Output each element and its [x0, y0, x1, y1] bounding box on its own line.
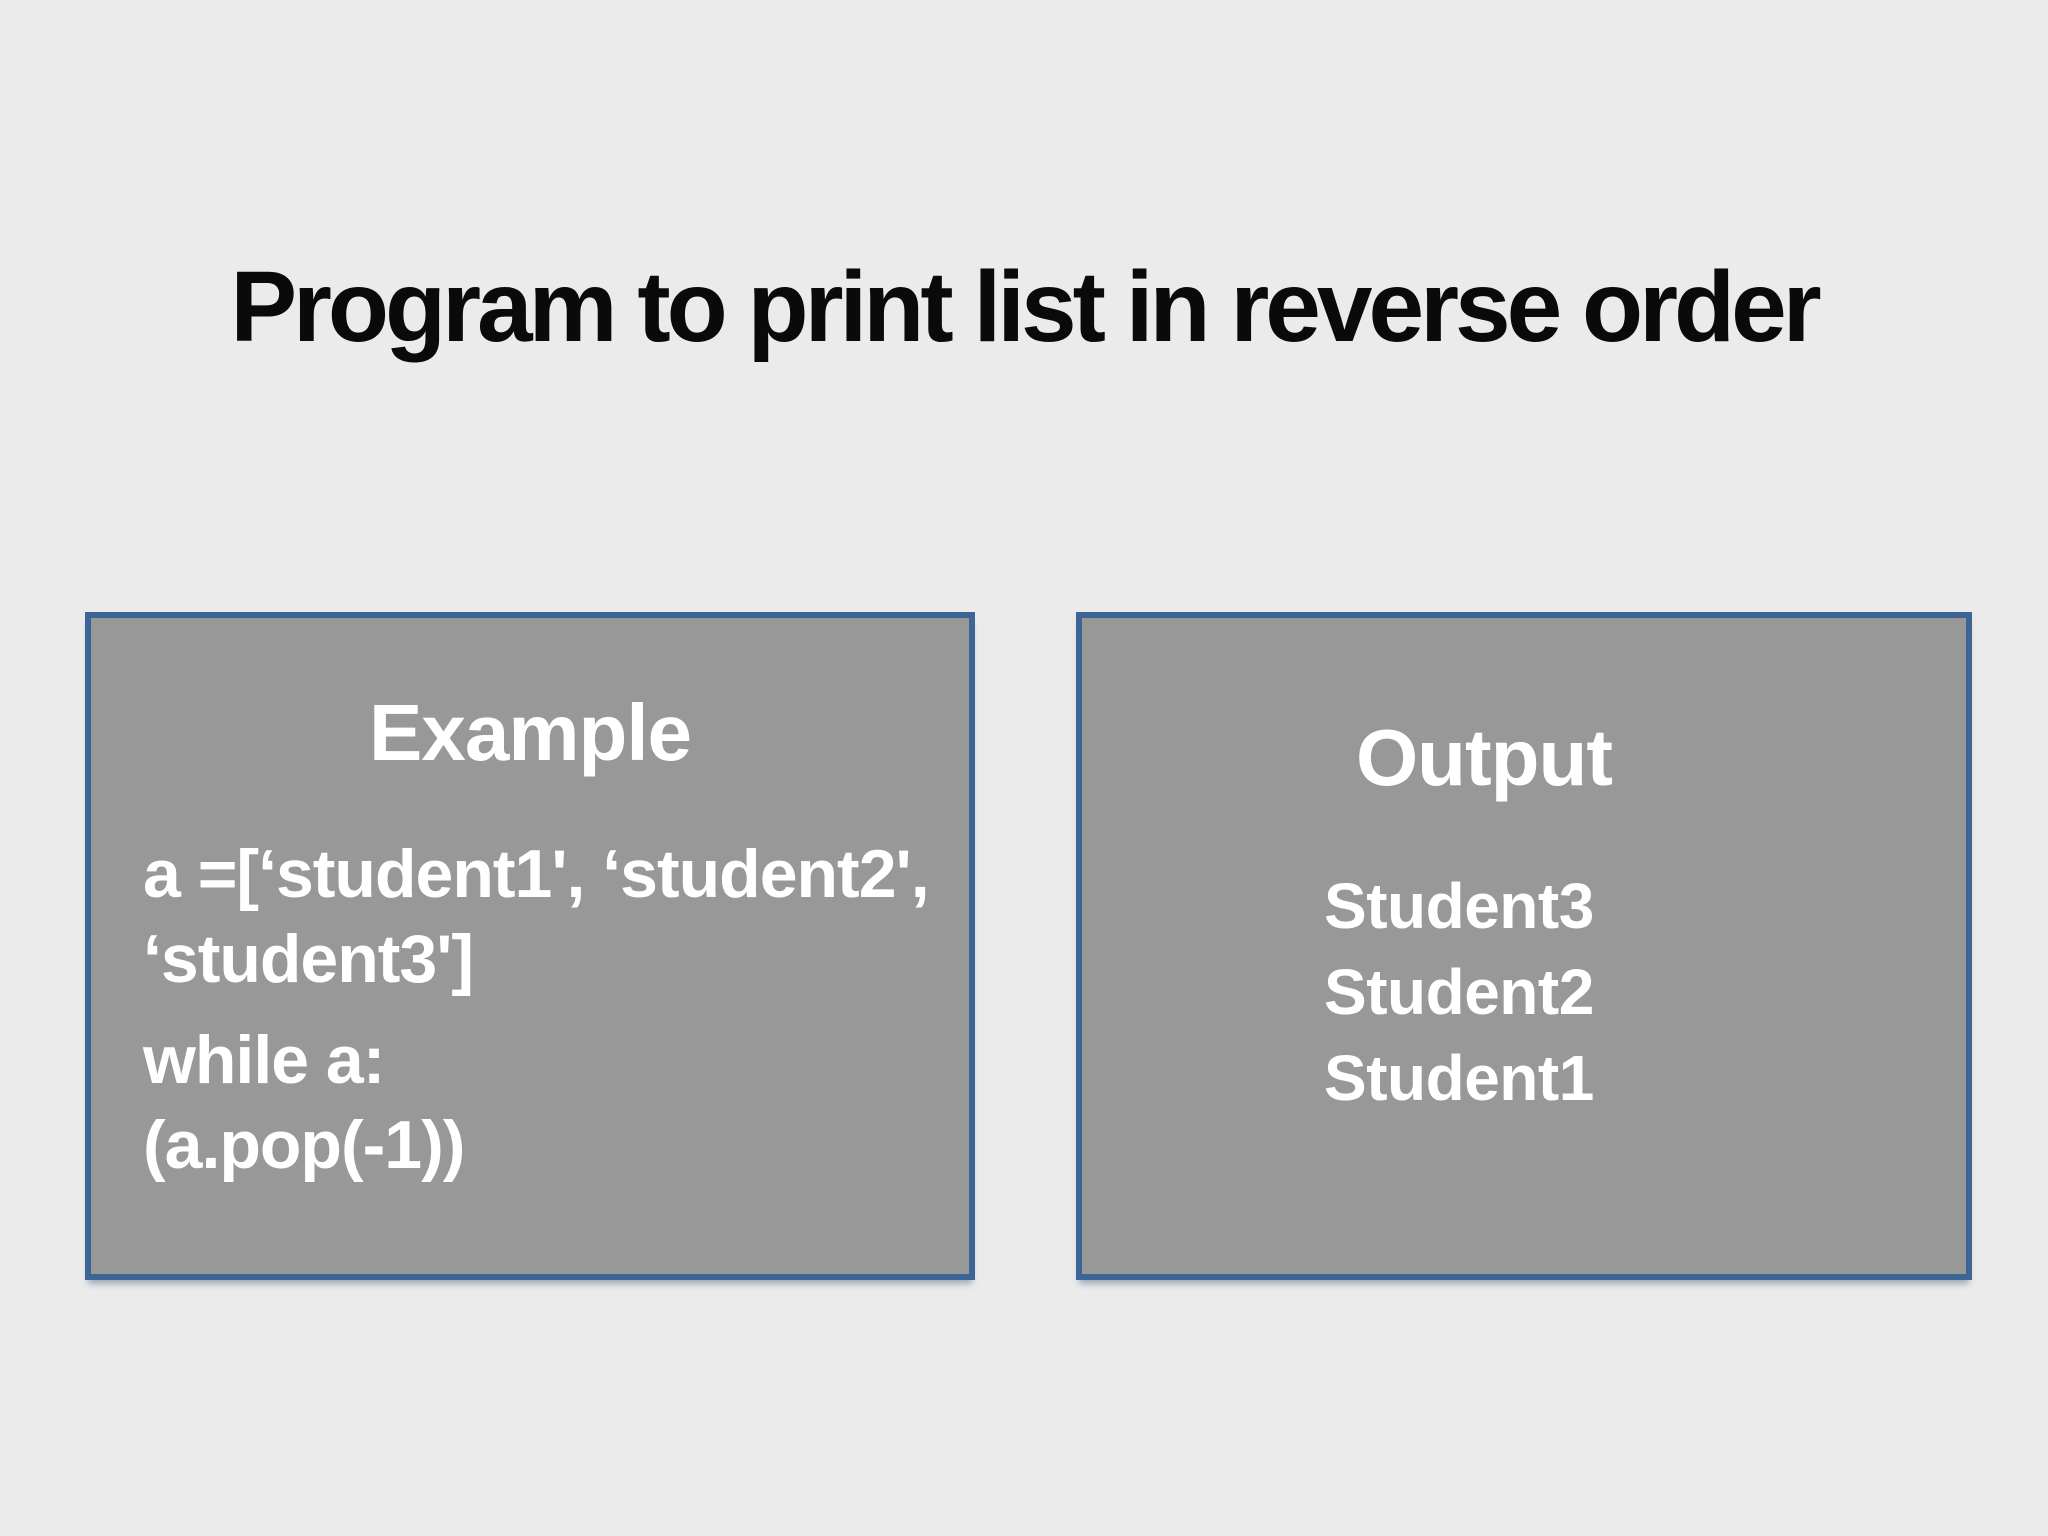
code-line-1: a =[‘student1', ‘student2', — [143, 836, 930, 912]
code-block-list-definition: a =[‘student1', ‘student2', ‘student3'] — [91, 832, 969, 1002]
code-line-3: while a: — [143, 1022, 385, 1098]
page-title: Program to print list in reverse order — [230, 251, 1821, 363]
output-box: Output Student3 Student2 Student1 — [1076, 612, 1972, 1280]
output-heading: Output — [1355, 713, 1613, 802]
code-line-2: ‘student3'] — [143, 921, 474, 997]
code-line-4: (a.pop(-1)) — [143, 1107, 465, 1183]
output-line-1: Student3 — [1324, 870, 1594, 942]
output-line-2: Student2 — [1324, 956, 1594, 1028]
code-block-while-loop: while a: (a.pop(-1)) — [91, 1018, 969, 1188]
output-lines: Student3 Student2 Student1 — [1082, 863, 1966, 1121]
example-heading: Example — [368, 688, 692, 777]
example-box: Example a =[‘student1', ‘student2', ‘stu… — [85, 612, 975, 1280]
output-line-3: Student1 — [1324, 1042, 1594, 1114]
